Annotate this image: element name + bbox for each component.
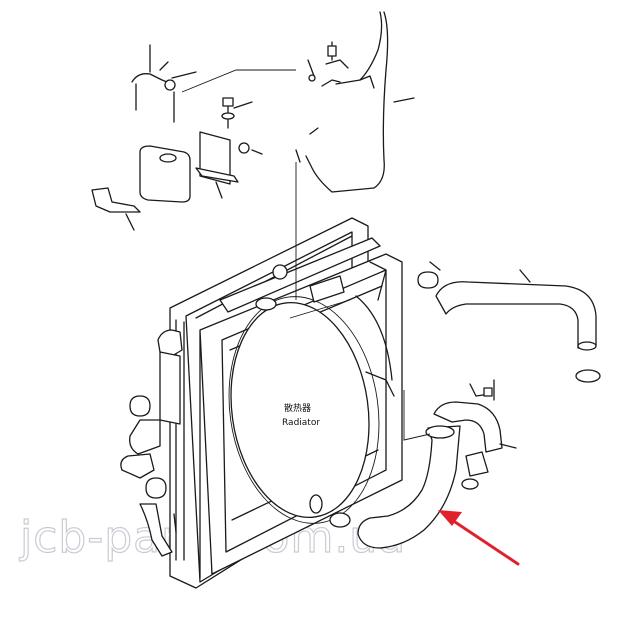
radiator-label-cn: 散热器 [284,402,311,414]
lower-hose [309,379,517,549]
radiator-label-en: Radiator [282,418,320,428]
top-connector-group [131,41,375,123]
highlight-arrow [438,510,520,566]
overflow-cable [305,11,415,193]
top-tank [219,127,381,319]
upper-hose [417,261,601,383]
left-pipes [120,329,183,557]
fan-shroud [228,261,395,524]
reserve-tank-group [91,97,263,231]
